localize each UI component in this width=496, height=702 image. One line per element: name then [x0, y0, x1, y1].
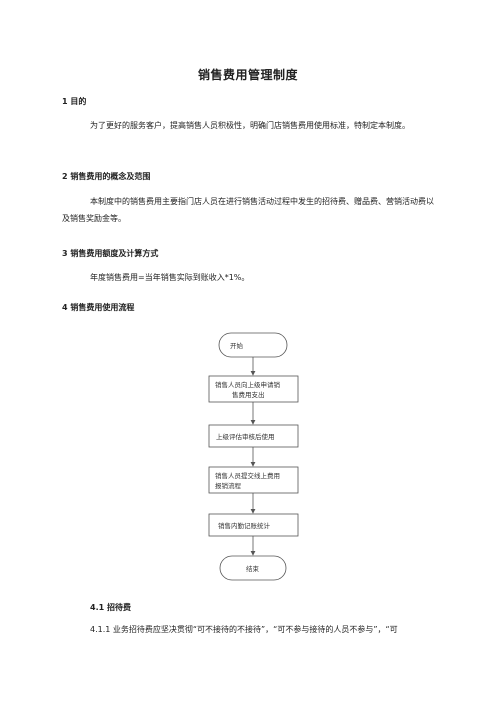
- flow-start-label: 开始: [230, 341, 244, 350]
- section-1-heading: 1 目的: [62, 97, 87, 106]
- section-2-heading: 2 销售费用的概念及范围: [62, 172, 151, 181]
- flow-step-record-label: 销售内勤记账统计: [218, 521, 271, 530]
- flow-end-label: 结束: [246, 564, 260, 573]
- flow-step-submit-line1: 销售人员提交线上费用: [215, 471, 280, 480]
- section-2-body: 本制度中的销售费用主要指门店人员在进行销售活动过程中发生的招待费、赠品费、营销活…: [62, 197, 434, 223]
- section-4-1-body: 4.1.1 业务招待费应坚决贯彻“可不接待的不接待”，“可不参与接待的人员不参与…: [90, 625, 398, 634]
- document-title: 销售费用管理制度: [197, 68, 298, 82]
- section-4-heading: 4 销售费用使用流程: [62, 303, 135, 312]
- section-4-1-heading: 4.1 招待费: [90, 603, 131, 612]
- section-3-heading: 3 销售费用额度及计算方式: [62, 249, 159, 258]
- flow-end-node: [219, 555, 287, 581]
- section-1-body: 为了更好的服务客户，提高销售人员积极性，明确门店销售费用使用标准，特制定本制度。: [90, 121, 410, 130]
- flow-step-record-node: [208, 513, 299, 537]
- flow-step-submit-line2: 报销流程: [215, 481, 242, 490]
- section-3-body: 年度销售费用=当年销售实际到账收入*1%。: [90, 273, 250, 282]
- flow-step-submit-node: [208, 466, 299, 494]
- flow-step-review-label: 上级评估审核后使用: [216, 432, 275, 441]
- flow-step-apply-node: [208, 375, 299, 403]
- flow-step-review-node: [208, 424, 299, 448]
- flow-step-apply-line1: 销售人员向上级申请销: [215, 380, 281, 389]
- flow-step-apply-line2: 售费用支出: [232, 390, 265, 399]
